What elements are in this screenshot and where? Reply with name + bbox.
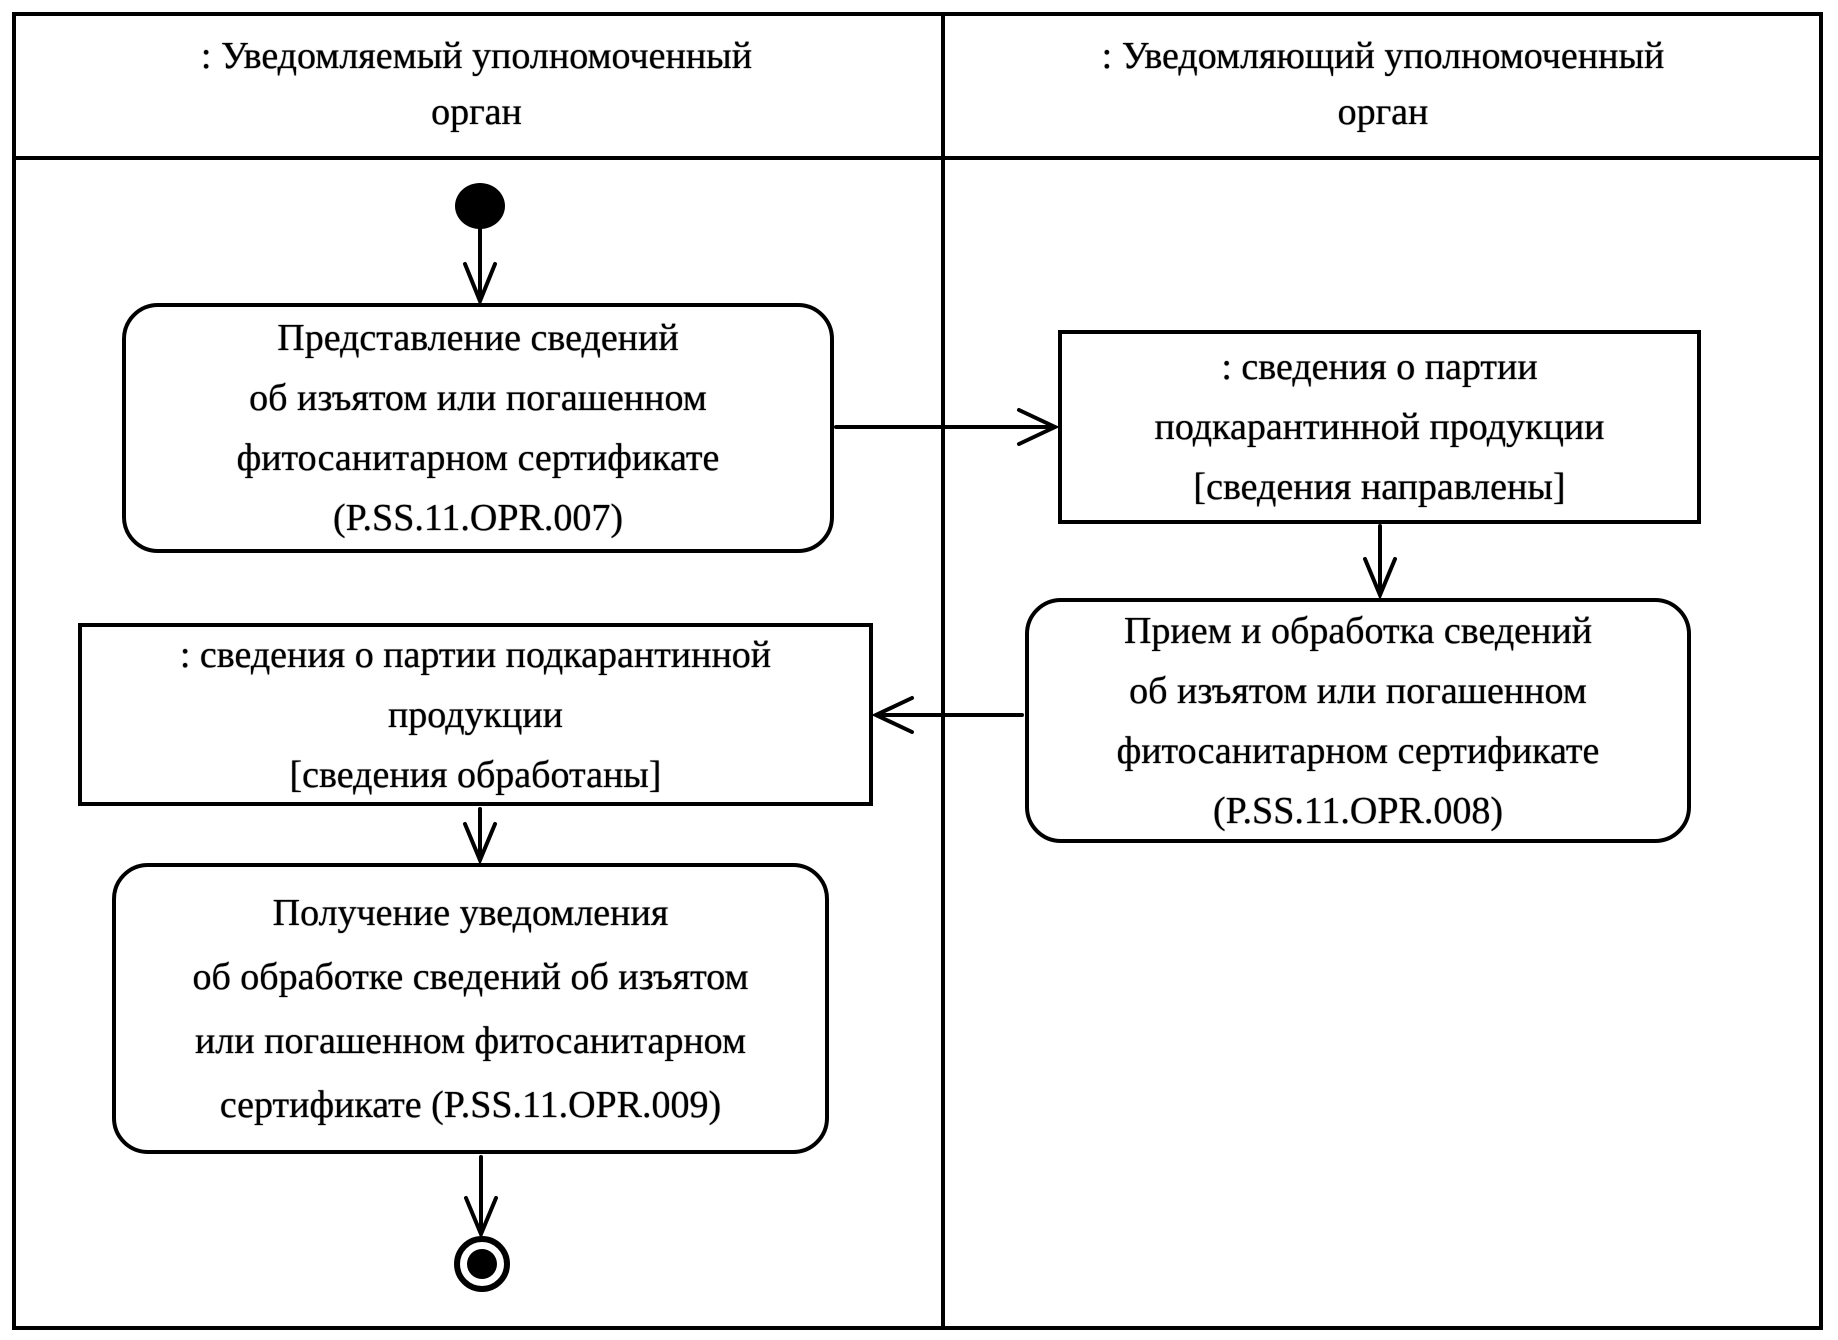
activity-node-opr009: Получение уведомления об обработке сведе… xyxy=(112,863,829,1154)
activity-node-opr008-label: Прием и обработка сведений об изъятом ил… xyxy=(1116,609,1600,832)
object-node-consignment-info-sent: : сведения о партии подкарантинной проду… xyxy=(1058,330,1701,524)
activity-node-opr008: Прием и обработка сведений об изъятом ил… xyxy=(1025,598,1691,843)
activity-node-opr007-label: Представление сведений об изъятом или по… xyxy=(236,317,720,539)
object-node-consignment-info-sent-label: : сведения о партии подкарантинной проду… xyxy=(1154,346,1605,508)
lane-header-separator xyxy=(12,156,1823,160)
diagram-frame xyxy=(12,12,1823,1330)
activity-node-opr009-label: Получение уведомления об обработке сведе… xyxy=(192,891,749,1126)
swimlane-divider xyxy=(941,12,945,1330)
activity-node-opr007: Представление сведений об изъятом или по… xyxy=(122,303,834,553)
object-node-consignment-info-processed-label: : сведения о партии подкарантинной проду… xyxy=(179,633,772,796)
lane-title-notified-body: : Уведомляемый уполномоченный орган xyxy=(200,35,753,133)
object-node-consignment-info-processed: : сведения о партии подкарантинной проду… xyxy=(78,623,873,806)
lane-title-notifying-body: : Уведомляющий уполномоченный орган xyxy=(1101,35,1665,133)
